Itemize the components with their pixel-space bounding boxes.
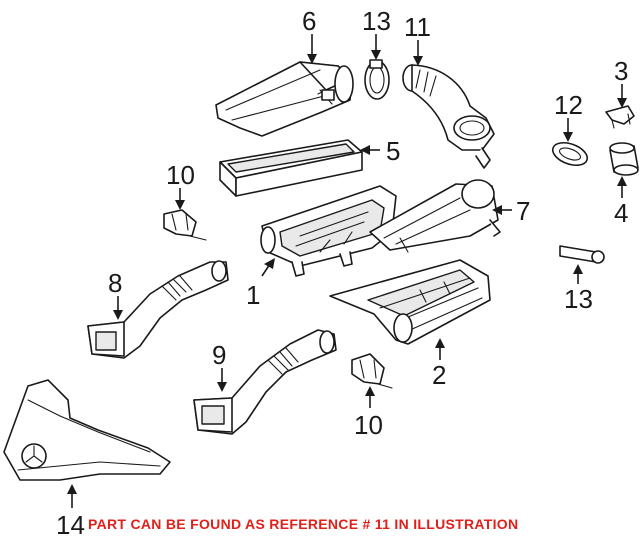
callout-6: 6: [302, 6, 316, 36]
callout-1: 1: [246, 280, 260, 310]
leader-8: [113, 296, 123, 320]
callout-4: 4: [614, 198, 628, 228]
part-9-duct-hose: [193, 329, 337, 435]
leader-10-upper: [175, 188, 185, 210]
callout-7: 7: [516, 196, 530, 226]
reference-notice: PART CAN BE FOUND AS REFERENCE # 11 IN I…: [88, 516, 519, 532]
part-5-air-filter-element: [219, 139, 363, 197]
callout-2: 2: [432, 360, 446, 390]
part-2-resonator: [329, 259, 491, 345]
callout-10-upper: 10: [166, 160, 195, 190]
callout-13-top: 13: [362, 6, 391, 36]
leader-4: [617, 176, 627, 198]
leader-6: [307, 34, 317, 64]
part-7-air-duct: [369, 179, 501, 253]
part-4-grommet: [609, 142, 639, 176]
callout-12: 12: [554, 90, 583, 120]
leader-11: [413, 40, 423, 66]
leader-13-top: [371, 34, 381, 60]
callout-3: 3: [614, 56, 628, 86]
part-11-intake-duct: [402, 64, 495, 169]
leader-1: [261, 258, 275, 277]
callout-11: 11: [404, 12, 431, 42]
part-10-bracket-upper: [163, 209, 207, 241]
leader-13-right: [573, 264, 583, 284]
leader-7: [492, 205, 512, 215]
leader-10-lower: [365, 386, 375, 408]
callout-10-lower: 10: [354, 410, 383, 440]
part-14-engine-cover: [3, 379, 171, 481]
callout-13-right: 13: [564, 284, 593, 314]
part-10-bracket-lower: [351, 353, 393, 389]
part-13-clamp-right: [559, 245, 605, 264]
leader-2: [435, 338, 445, 360]
leader-5: [360, 145, 380, 155]
callout-14: 14: [56, 510, 85, 539]
callout-8: 8: [108, 268, 122, 298]
part-13-clamp-top: [364, 59, 390, 100]
callout-5: 5: [386, 136, 400, 166]
leader-3: [617, 84, 627, 108]
part-3-clip: [605, 105, 635, 129]
part-6-filter-housing-upper: [215, 61, 354, 137]
leader-14: [67, 484, 77, 508]
leader-12: [563, 118, 573, 142]
part-8-duct-hose: [87, 260, 229, 359]
part-12-seal-ring: [551, 141, 589, 167]
callout-9: 9: [212, 340, 226, 370]
leader-9: [217, 368, 227, 392]
